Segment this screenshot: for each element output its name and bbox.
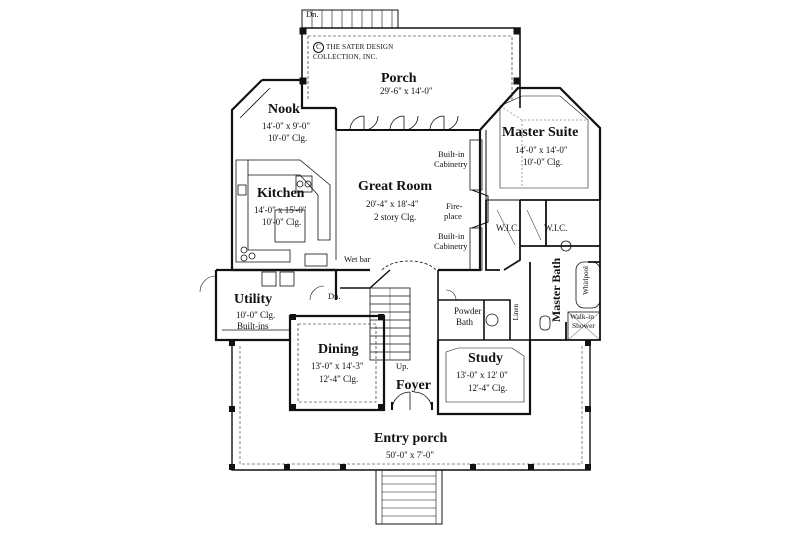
dining-dim: 13'-0" x 14'-3" — [311, 361, 364, 371]
kitchen-title: Kitchen — [257, 186, 305, 201]
study-title: Study — [468, 351, 504, 366]
nook-clg: 10'-0" Clg. — [268, 133, 308, 143]
builtin-cabinetry-2-line1: Built-in — [438, 231, 465, 241]
master-suite-walls — [479, 86, 602, 201]
entry-porch-dim: 50'-0" x 7'-0" — [386, 450, 435, 460]
copyright-line1: THE SATER DESIGN — [326, 43, 394, 51]
entry-porch — [229, 340, 591, 525]
linen-label: Linen — [512, 304, 520, 321]
great-room-dim: 20'-4" x 18'-4" — [366, 199, 419, 209]
dining-clg: 12'-4" Clg. — [319, 374, 359, 384]
great-room-clg: 2 story Clg. — [374, 212, 417, 222]
nook-title: Nook — [268, 102, 300, 117]
master-bath-title: Master Bath — [549, 258, 563, 323]
whirlpool-label: Whirlpool — [582, 266, 590, 295]
utility-clg: 10'-0" Clg. — [236, 310, 276, 320]
utility-title: Utility — [234, 292, 273, 307]
master-bath-walls — [485, 199, 601, 341]
builtin-cabinetry-2-line2: Cabinetry — [434, 241, 468, 251]
study-clg: 12'-4" Clg. — [468, 383, 508, 393]
utility-builtins: Built-ins — [237, 321, 269, 331]
utility-walls — [199, 268, 338, 342]
dining-walls — [288, 314, 386, 412]
kitchen-clg: 10'-0" Clg. — [262, 217, 302, 227]
great-room-walls — [334, 108, 489, 272]
top-stair-dn-label: Dn. — [306, 9, 319, 19]
builtin-cabinetry-1-line1: Built-in — [438, 149, 465, 159]
wet-bar-label: Wet bar — [344, 254, 371, 264]
walkin-shower-line1: Walk-in — [570, 312, 594, 321]
stair-dn-label: Dn. — [328, 291, 341, 301]
builtin-cabinetry-1-line2: Cabinetry — [434, 159, 468, 169]
kitchen-counters — [235, 159, 331, 267]
study-walls — [436, 340, 532, 416]
master-suite-title: Master Suite — [502, 125, 579, 140]
master-suite-dim: 14'-0" x 14'-0" — [515, 145, 568, 155]
entry-porch-title: Entry porch — [374, 431, 448, 446]
kitchen-dim: 14'-0" x 15'-0" — [254, 205, 307, 215]
french-doors — [336, 115, 480, 131]
fireplace-line2: place — [444, 211, 462, 221]
powder-bath-line2: Bath — [456, 317, 473, 327]
powder-bath-line1: Powder — [454, 306, 482, 316]
porch-title: Porch — [381, 71, 417, 86]
fireplace-line1: Fire- — [446, 201, 463, 211]
walkin-shower-line2: Shower — [572, 321, 595, 330]
dining-title: Dining — [318, 342, 359, 357]
master-suite-clg: 10'-0" Clg. — [523, 157, 563, 167]
porch-dim: 29'-6" x 14'-0" — [380, 86, 433, 96]
copyright-symbol: C — [313, 42, 324, 53]
stair-up-label: Up. — [396, 361, 409, 371]
foyer-title: Foyer — [396, 378, 431, 393]
great-room-title: Great Room — [358, 179, 432, 194]
nook-dim: 14'-0" x 9'-0" — [262, 121, 311, 131]
copyright-line2: COLLECTION, INC. — [313, 53, 378, 61]
wic-1-label: W.I.C. — [496, 223, 520, 233]
study-dim: 13'-0" x 12' 0" — [456, 370, 508, 380]
foyer-entry — [391, 391, 433, 411]
wic-2-label: W.I.C. — [544, 223, 568, 233]
